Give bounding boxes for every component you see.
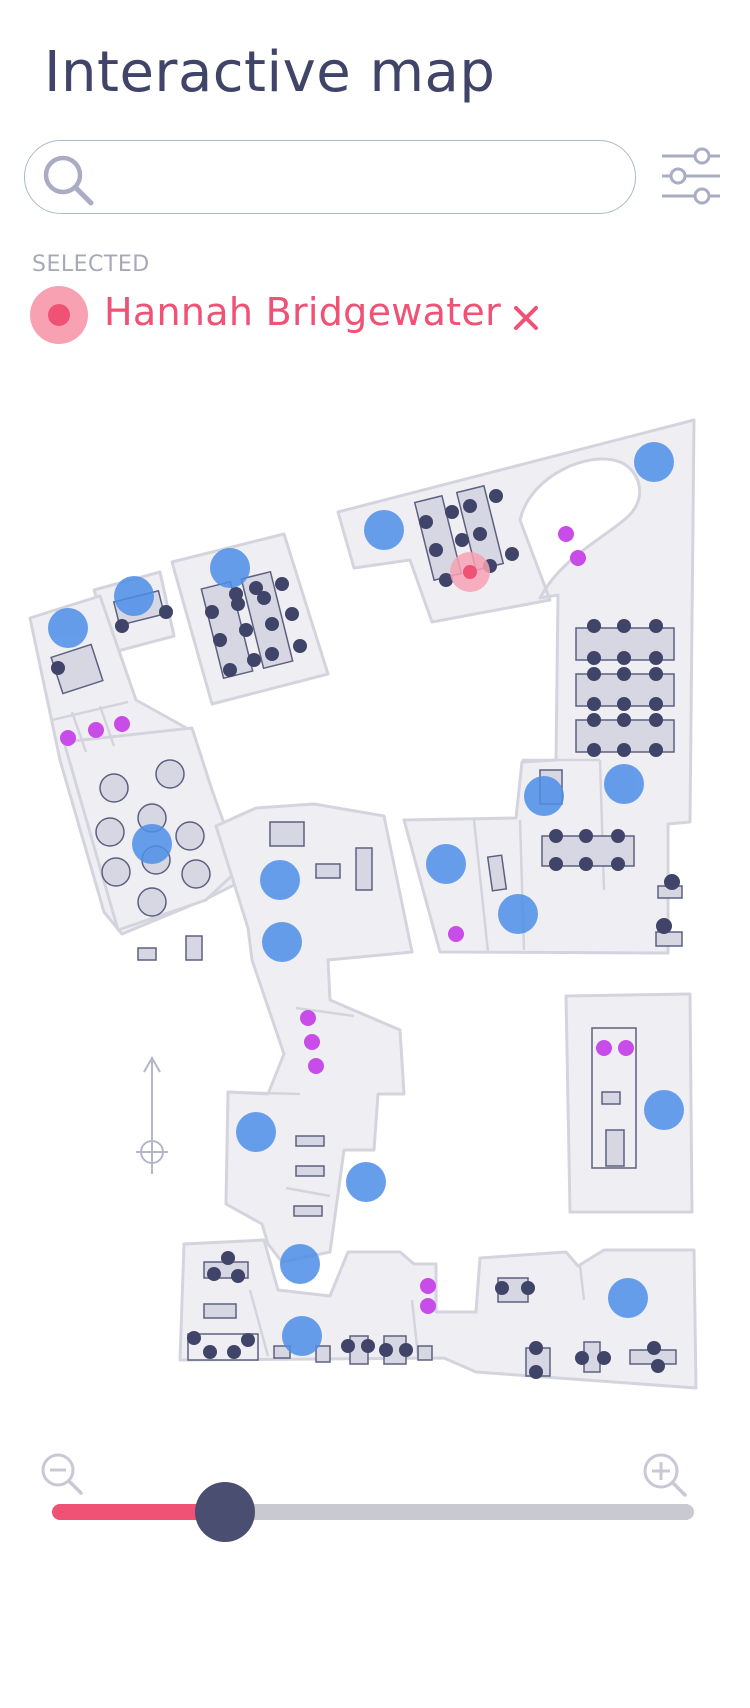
floor-area-top bbox=[28, 418, 698, 1390]
clear-selection-button[interactable] bbox=[512, 304, 540, 332]
lounge-tables bbox=[95, 759, 211, 917]
filter-button[interactable] bbox=[660, 146, 722, 206]
floor-map[interactable] bbox=[0, 400, 750, 1400]
close-icon bbox=[514, 306, 538, 330]
selected-caption: SELECTED bbox=[32, 252, 150, 277]
search-icon bbox=[43, 155, 94, 206]
people-markers[interactable] bbox=[51, 489, 680, 1379]
selected-person-map-marker[interactable] bbox=[450, 552, 490, 592]
zoom-slider-thumb[interactable] bbox=[195, 1482, 256, 1542]
north-meeting-block[interactable] bbox=[170, 532, 330, 706]
amenity-markers[interactable] bbox=[60, 526, 634, 1314]
page-title: Interactive map bbox=[44, 40, 496, 105]
search-bar[interactable] bbox=[24, 140, 636, 214]
available-room-markers[interactable] bbox=[48, 442, 684, 1356]
zoom-slider-fill bbox=[52, 1504, 226, 1520]
north-arrow-icon bbox=[136, 1055, 168, 1174]
selected-person-marker bbox=[30, 286, 88, 344]
selected-person-name[interactable]: Hannah Bridgewater bbox=[104, 290, 502, 334]
zoom-out-button[interactable] bbox=[40, 1452, 84, 1496]
search-input[interactable] bbox=[109, 153, 623, 203]
zoom-slider[interactable] bbox=[52, 1482, 694, 1542]
sliders-icon bbox=[662, 147, 720, 205]
zoom-in-icon bbox=[643, 1453, 687, 1497]
zoom-out-icon bbox=[41, 1453, 83, 1495]
zoom-in-button[interactable] bbox=[642, 1452, 688, 1498]
